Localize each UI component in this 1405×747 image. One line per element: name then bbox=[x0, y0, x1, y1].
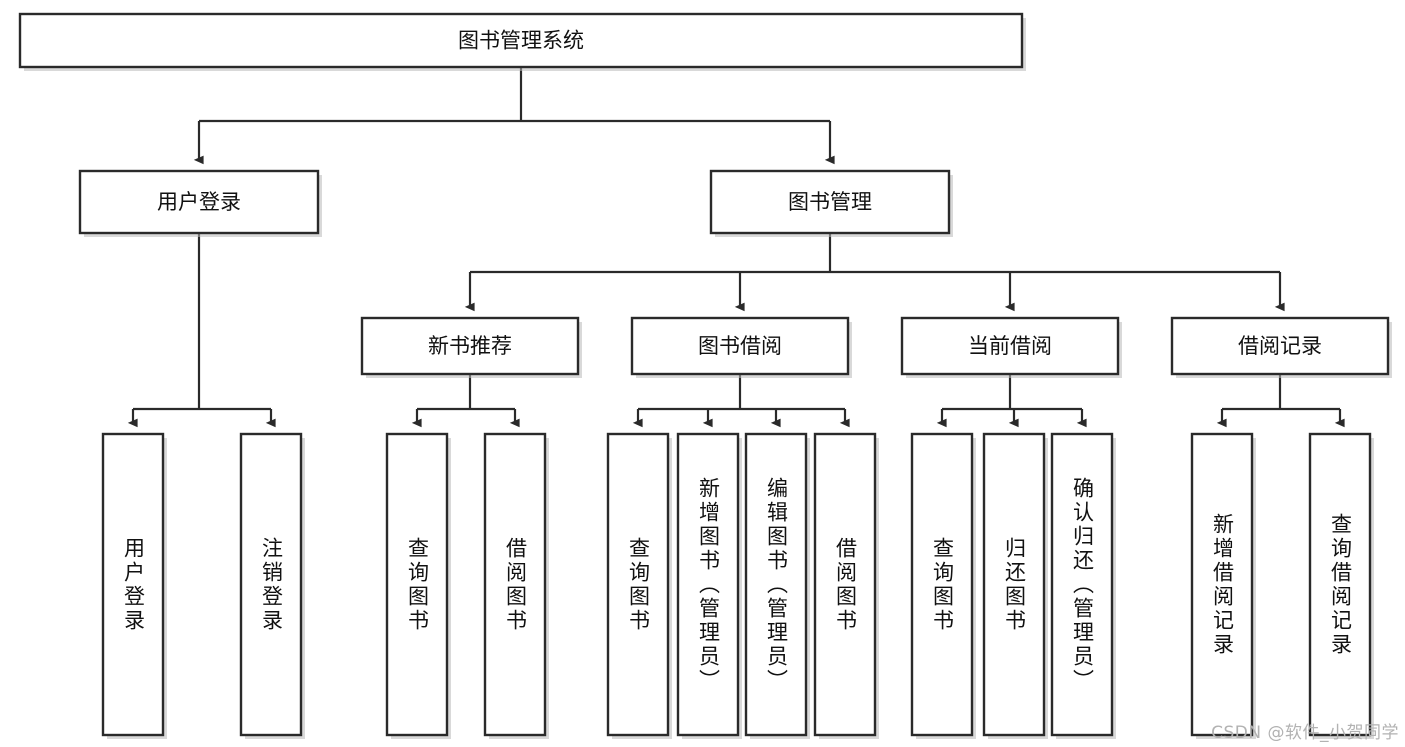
node-leaf-query-book-bor[interactable] bbox=[606, 432, 672, 739]
node-label-book-manage: 图书管理 bbox=[788, 190, 872, 214]
node-leaf-borrow-book[interactable] bbox=[813, 432, 879, 739]
node-book-borrow[interactable]: 图书借阅 bbox=[630, 316, 852, 378]
node-new-book-rec[interactable]: 新书推荐 bbox=[360, 316, 582, 378]
node-leaf-query-record[interactable] bbox=[1308, 432, 1374, 739]
node-label-new-book-rec: 新书推荐 bbox=[428, 334, 512, 358]
node-leaf-edit-book[interactable] bbox=[744, 432, 810, 739]
node-leaf-user-logout[interactable] bbox=[239, 432, 305, 739]
node-leaf-user-login[interactable] bbox=[101, 432, 167, 739]
csdn-watermark: CSDN @软件_小贺同学 bbox=[1211, 723, 1399, 743]
node-label-borrow-record: 借阅记录 bbox=[1238, 334, 1322, 358]
node-book-manage[interactable]: 图书管理 bbox=[709, 169, 953, 237]
node-leaf-return-book[interactable] bbox=[982, 432, 1048, 739]
node-leaf-add-record[interactable] bbox=[1190, 432, 1256, 739]
node-leaf-borrow-book-rec[interactable] bbox=[483, 432, 549, 739]
node-leaf-query-book-rec[interactable] bbox=[385, 432, 451, 739]
node-label-root: 图书管理系统 bbox=[458, 29, 584, 53]
node-label-user-login: 用户登录 bbox=[157, 190, 241, 214]
node-user-login[interactable]: 用户登录 bbox=[78, 169, 322, 237]
node-leaf-query-book-cur[interactable] bbox=[910, 432, 976, 739]
connector-lines bbox=[127, 67, 1345, 428]
node-borrow-record[interactable]: 借阅记录 bbox=[1170, 316, 1392, 378]
node-label-current-borrow: 当前借阅 bbox=[968, 334, 1052, 358]
node-leaf-confirm-return[interactable] bbox=[1050, 432, 1116, 739]
node-current-borrow[interactable]: 当前借阅 bbox=[900, 316, 1122, 378]
node-label-book-borrow: 图书借阅 bbox=[698, 334, 782, 358]
node-root[interactable]: 图书管理系统 bbox=[18, 12, 1026, 71]
node-leaf-add-book[interactable] bbox=[676, 432, 742, 739]
